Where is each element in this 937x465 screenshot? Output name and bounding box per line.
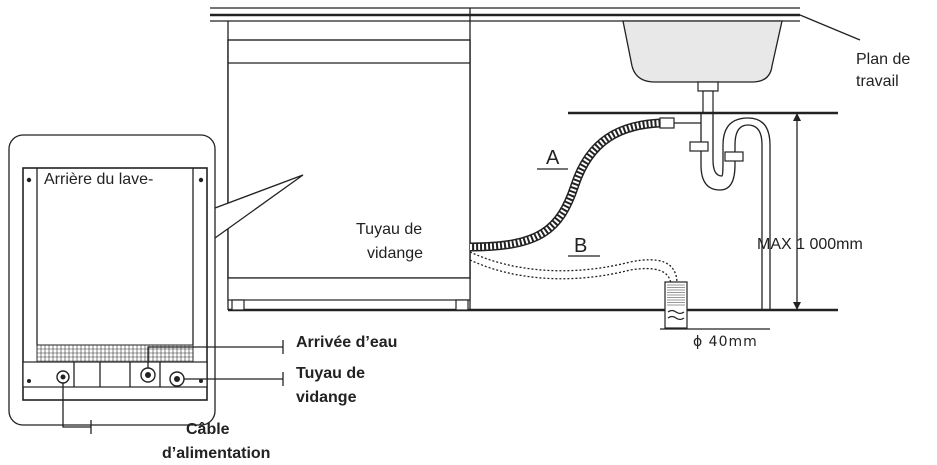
leader-power-cable bbox=[62, 383, 92, 434]
power-cable-connector bbox=[56, 370, 70, 384]
water-inlet-connector bbox=[140, 367, 156, 383]
standpipe bbox=[664, 281, 688, 329]
drain-hose-bottom-label-line1: Tuyau de bbox=[296, 365, 365, 382]
leader-drain bbox=[184, 372, 284, 386]
back-of-dishwasher-label: Arrière du lave- bbox=[44, 171, 153, 188]
power-cable-label-line2: d’alimentation bbox=[162, 445, 270, 462]
sink bbox=[622, 20, 783, 114]
diameter-label: ϕ 40mm bbox=[693, 334, 758, 350]
worktop-label-line2: travail bbox=[856, 73, 899, 90]
rear-view-panel: Arrière du lave- bbox=[8, 134, 216, 426]
drain-hose-a bbox=[469, 118, 661, 252]
hose-b-label: B bbox=[574, 235, 587, 257]
hose-a-label-group: A bbox=[537, 147, 568, 170]
drain-hose-top-label-line1: Tuyau de bbox=[356, 221, 422, 238]
water-inlet-label: Arrivée d’eau bbox=[296, 334, 397, 351]
max-height-label: MAX 1 000mm bbox=[757, 236, 863, 253]
drain-connector bbox=[169, 371, 185, 387]
worktop-label-line1: Plan de bbox=[856, 51, 910, 68]
dishwasher-body bbox=[227, 39, 471, 311]
hose-a-label: A bbox=[546, 147, 560, 169]
drain-hose-top-label-line2: vidange bbox=[367, 245, 423, 262]
hose-b-label-group: B bbox=[568, 235, 600, 257]
leader-water-inlet bbox=[147, 340, 284, 368]
drain-hose-bottom-label-line2: vidange bbox=[296, 389, 357, 406]
siphon-trap bbox=[659, 113, 771, 310]
max-height-dimension: MAX 1 000mm bbox=[757, 113, 863, 310]
power-cable-label-line1: Câble bbox=[186, 421, 230, 438]
callout-pointer bbox=[214, 174, 304, 239]
diameter-dimension: ϕ 40mm bbox=[660, 328, 770, 350]
drain-hose-b bbox=[469, 251, 678, 286]
